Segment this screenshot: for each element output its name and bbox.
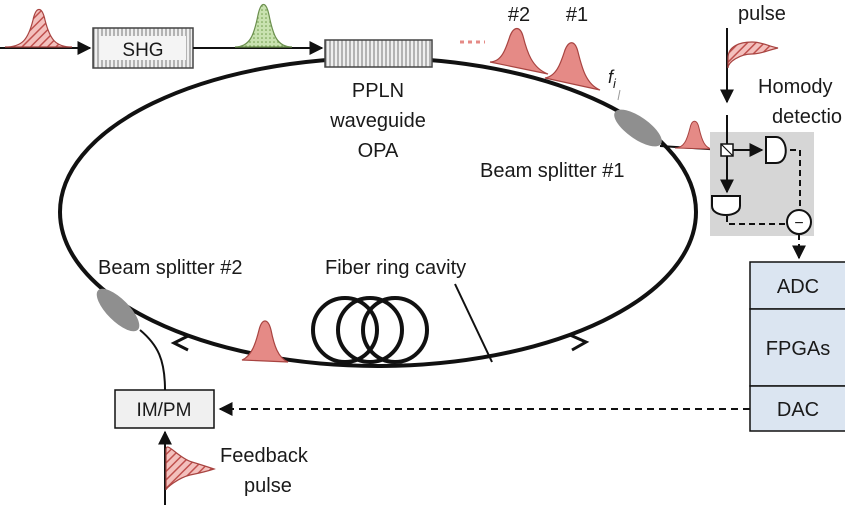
pulse-1 — [544, 42, 601, 91]
impm-to-bs2-line — [139, 329, 166, 391]
feedback-label-line1: Feedback — [220, 445, 309, 467]
input-pulse — [4, 8, 73, 48]
beam-splitter-1 — [614, 109, 662, 147]
fi-marker — [617, 89, 621, 101]
ppln-label-line2: waveguide — [329, 110, 426, 132]
green-pulse — [234, 3, 293, 48]
ring-bottom-pulse — [241, 320, 289, 363]
pd-connect-2 — [726, 216, 786, 225]
beam-splitter-1-label: Beam splitter #1 — [480, 160, 625, 182]
feedback-label-line2: pulse — [244, 475, 292, 497]
fiber-ring-label: Fiber ring cavity — [325, 257, 466, 279]
impm-box — [114, 389, 215, 429]
fpga-label: FPGAs — [766, 338, 830, 360]
ppln-waveguide — [324, 39, 433, 68]
fi-f: f — [608, 67, 615, 87]
homodyne-label-line2: detectio — [772, 106, 842, 128]
ppln-label-line1: PPLN — [352, 80, 404, 102]
tapped-pulse — [674, 120, 713, 150]
fiber-spool — [311, 296, 429, 364]
ring-arrow-right — [569, 333, 590, 352]
pulse-2-label: #2 — [508, 4, 530, 26]
feedback-pulse — [165, 446, 216, 491]
pulse-2 — [489, 27, 549, 75]
photodiode-2 — [711, 195, 741, 216]
homodyne-label-line1: Homody — [758, 76, 832, 98]
fiber-ring-loop — [58, 56, 698, 368]
beam-splitter-2-label: Beam splitter #2 — [98, 257, 243, 279]
pd-connect-1 — [790, 149, 801, 210]
pulse-1-label: #1 — [566, 4, 588, 26]
photodiode-1 — [765, 136, 787, 164]
lo-pulse — [727, 41, 779, 69]
fiber-ring-pointer — [454, 283, 493, 363]
ring-arrow-left — [170, 334, 189, 352]
dac-box — [749, 385, 845, 432]
shg-label: SHG — [122, 40, 163, 61]
fi-sub: i — [613, 76, 617, 91]
impm-label: IM/PM — [137, 400, 192, 421]
ppln-label-line3: OPA — [358, 140, 399, 162]
fi-label: fi — [608, 67, 617, 91]
lo-pulse-label: pulse — [738, 3, 786, 25]
dac-label: DAC — [777, 399, 819, 421]
subtractor-minus: − — [794, 215, 803, 232]
beam-splitter-2 — [96, 288, 140, 332]
adc-label: ADC — [777, 276, 819, 298]
fpga-box — [749, 308, 845, 387]
